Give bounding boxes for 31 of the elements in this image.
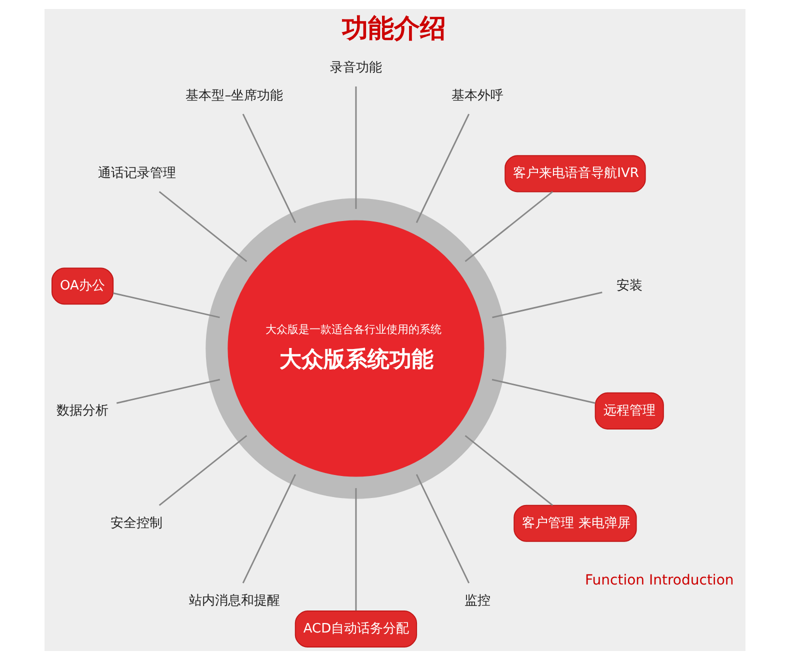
node-text: 通话记录管理 [98, 166, 176, 181]
node-box: ACD自动话务分配 [294, 610, 418, 647]
node-text: 站内消息和提醒 [189, 593, 280, 608]
node-text: 基本型–坐席功能 [186, 88, 284, 103]
connector [464, 434, 554, 506]
connector [158, 434, 248, 506]
connector [492, 291, 602, 318]
label: Function Introduction [584, 572, 734, 588]
node-text: 录音功能 [330, 60, 382, 75]
connector [242, 113, 296, 222]
node-text: 基本外呼 [452, 88, 504, 103]
node-text: 数据分析 [56, 402, 109, 418]
diagram-title: 功能介绍 [342, 13, 446, 44]
connector [464, 190, 554, 262]
node-circle: 大众版是一款适合各行业使用的系统 大众版系统功能 [206, 198, 506, 498]
connector [242, 474, 296, 583]
node-box: 客户来电语音导航IVR [504, 154, 646, 192]
connector [112, 292, 220, 318]
connector [158, 190, 248, 262]
connector [355, 488, 357, 610]
connector [116, 378, 220, 404]
connector [492, 378, 596, 404]
node-text: 监控 [464, 593, 491, 608]
node-box: OA办公 [52, 267, 114, 304]
connector [416, 474, 470, 583]
connector [416, 113, 470, 222]
node-box: 客户管理 来电弹屏 [514, 504, 637, 542]
node-box: 远程管理 [594, 392, 664, 429]
connector [355, 86, 357, 208]
node-text: 安全控制 [110, 515, 163, 530]
node-text: 安装 [616, 278, 642, 294]
